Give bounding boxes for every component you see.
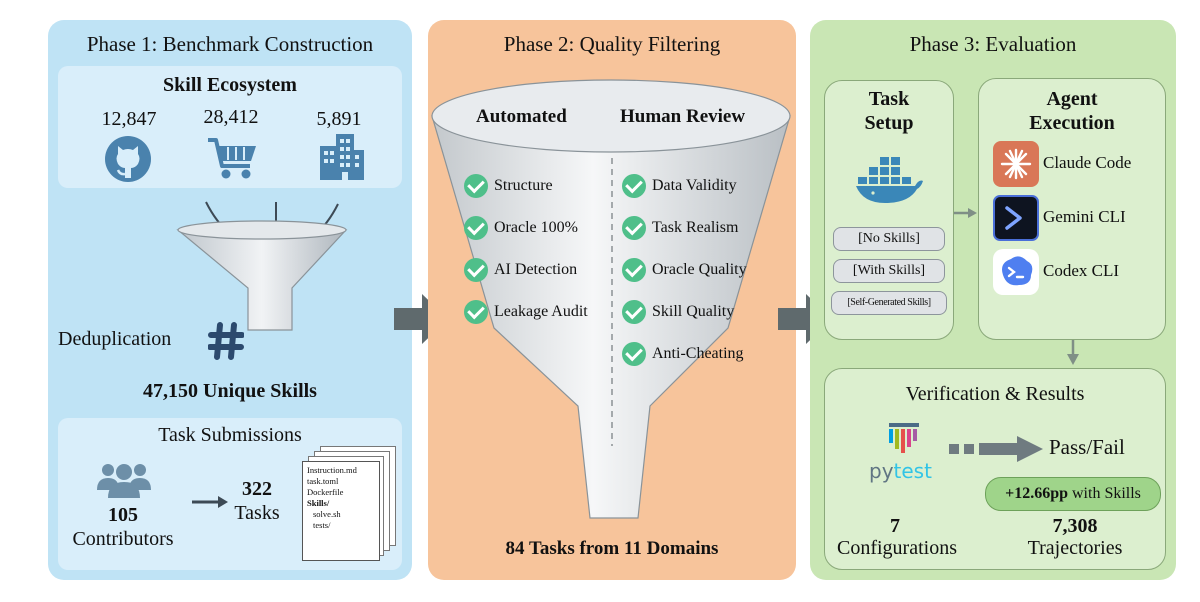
task-setup-title-line1: Task [868,88,910,110]
trajectories-label: Trajectories [1027,537,1123,559]
quality-funnel [431,79,791,519]
file-item: solve.sh [313,509,341,519]
dedup-funnel [176,201,348,331]
skills-gain-value: +12.66pp [1005,485,1068,502]
unique-skills-count: 47,150 Unique Skills [143,380,317,402]
gemini-cli-icon [993,195,1039,241]
skill-ecosystem-box: Skill Ecosystem 12,847 28,412 5,891 [58,66,402,188]
check-leakage-audit: Leakage Audit [494,303,588,320]
agent-execution-title-line1: Agent [1046,88,1098,110]
task-submissions-title: Task Submissions [158,424,302,446]
file-item: task.toml [307,476,339,486]
phase2-panel: Phase 2: Quality Filtering Automated Hum… [428,20,796,580]
docker-icon [856,157,923,203]
task-setup-title: Task Setup [825,87,953,135]
check-icon [622,258,646,282]
skill-ecosystem-title: Skill Ecosystem [163,74,297,96]
arrow-right-icon [192,496,228,508]
condition-no-skills: [No Skills] [833,227,945,251]
claude-icon [993,141,1039,187]
enterprise-count: 5,891 [316,108,362,130]
building-icon [320,134,364,180]
agent-execution-title-line2: Execution [1029,112,1115,134]
file-item: Instruction.md [307,465,357,475]
check-icon [464,300,488,324]
phase1-title: Phase 1: Benchmark Construction [86,32,374,56]
trajectories-count: 7,308 [1052,515,1098,537]
check-data-validity: Data Validity [652,177,737,194]
skills-gain-suffix: with Skills [1068,485,1141,502]
dedup-label: Deduplication [58,328,172,350]
check-oracle-100: Oracle 100% [494,219,578,236]
check-icon [622,174,646,198]
check-icon [464,216,488,240]
check-icon [622,342,646,366]
check-task-realism: Task Realism [652,219,739,236]
configurations-count: 7 [890,515,900,537]
task-file-list: Instruction.md task.toml Dockerfile Skil… [302,461,380,561]
arrow-right-icon [954,208,977,218]
contributors-count: 105 [108,504,138,526]
task-setup-title-line2: Setup [864,112,914,134]
check-skill-quality: Skill Quality [652,303,735,320]
pytest-label-test: test [893,459,932,483]
agent-execution-box: Agent Execution Claude Code Gemini CLI C… [978,78,1166,340]
arrow-down-icon [1067,340,1079,365]
agent-execution-title: Agent Execution [979,87,1165,135]
contributors-label: Contributors [72,528,174,550]
agent-codex-cli: Codex CLI [1043,261,1120,280]
automated-title: Automated [476,106,567,127]
file-item: Dockerfile [307,487,344,497]
phase3-panel: Phase 3: Evaluation Task Setup [No Skill… [810,20,1176,580]
phase2-title: Phase 2: Quality Filtering [503,32,721,56]
pytest-icon [889,423,919,453]
configurations-label: Configurations [837,537,957,559]
pass-fail-label: Pass/Fail [1049,435,1125,459]
condition-self-generated-skills: [Self-Generated Skills] [831,291,947,315]
cart-icon [208,138,256,179]
phase1-panel: Phase 1: Benchmark Construction Skill Ec… [48,20,412,580]
agent-claude-code: Claude Code [1043,153,1132,172]
check-ai-detection: AI Detection [494,261,578,278]
pytest-label: pytest [869,459,932,483]
verification-box: Verification & Results pytest Pass/Fail … [824,368,1166,570]
hash-icon [208,322,244,360]
tasks-label: Tasks [234,502,280,524]
task-submissions-box: Task Submissions 105 Contributors 322 Ta… [58,418,402,570]
result-arrow [949,436,1043,462]
check-icon [622,300,646,324]
marketplace-count: 28,412 [203,106,259,128]
check-anti-cheating: Anti-Cheating [652,345,744,362]
task-setup-box: Task Setup [No Skills] [With Skills] [Se… [824,80,954,340]
verification-title: Verification & Results [905,383,1085,405]
github-icon [105,136,151,182]
condition-with-skills: [With Skills] [833,259,945,283]
check-icon [464,258,488,282]
check-icon [622,216,646,240]
file-item: tests/ [313,520,331,530]
check-oracle-quality: Oracle Quality [652,261,747,278]
tasks-count: 322 [242,478,272,500]
pytest-label-py: py [869,459,894,483]
check-structure: Structure [494,177,553,194]
file-item: Skills/ [307,498,330,508]
agent-gemini-cli: Gemini CLI [1043,207,1126,226]
human-review-title: Human Review [620,106,746,127]
contributors-icon [97,464,151,498]
phase3-title: Phase 3: Evaluation [909,32,1077,56]
skills-gain-badge: +12.66pp with Skills [985,477,1161,511]
github-count: 12,847 [101,108,157,130]
filtered-task-count: 84 Tasks from 11 Domains [505,538,719,559]
check-icon [464,174,488,198]
codex-icon [993,249,1039,295]
